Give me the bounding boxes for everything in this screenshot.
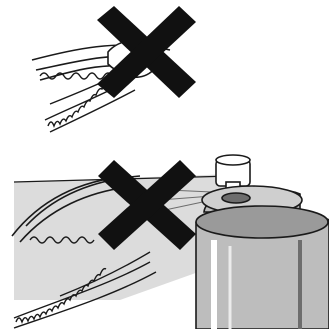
spray-can-icon xyxy=(196,155,329,329)
top-panel xyxy=(32,6,196,132)
bottom-panel xyxy=(12,155,329,329)
top-belt-upper xyxy=(40,73,112,79)
